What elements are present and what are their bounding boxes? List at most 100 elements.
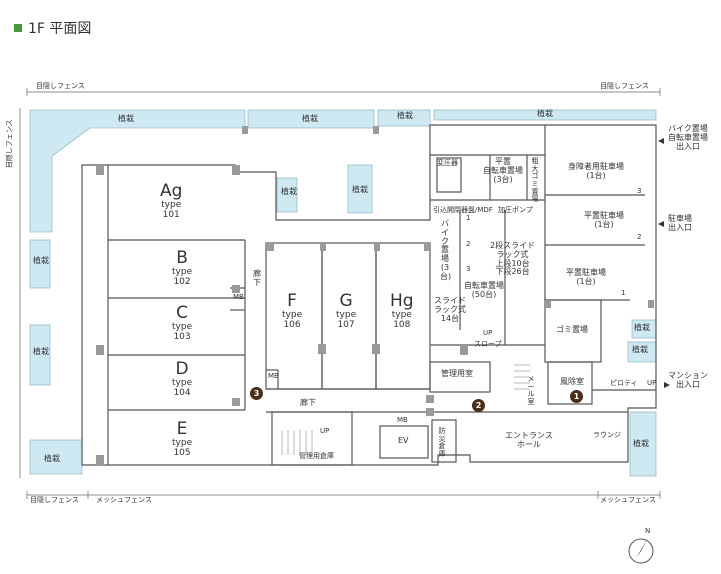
planting-bed (433, 109, 657, 121)
slope-label: スロープ (474, 340, 502, 348)
arrow-left-icon (658, 221, 664, 227)
fence-label: 目隠しフェンス (30, 496, 79, 504)
slot-number: 3 (466, 265, 471, 273)
planting-bed (276, 177, 298, 213)
planting-label: 植栽 (118, 114, 134, 123)
unit-name: B (176, 248, 188, 268)
flat-parking-a: 平置駐車場(1台) (584, 211, 624, 229)
unit-type: type (172, 437, 193, 448)
unit-e: E type 105 (172, 420, 192, 458)
bicycle-parking: 自転車置場(50台) (464, 281, 504, 299)
unit-d: D type 104 (172, 360, 192, 398)
storage-label: 管理用倉庫 (299, 452, 334, 460)
unit-number: 102 (173, 276, 191, 287)
planting-label: 植栽 (537, 109, 553, 118)
car-entrance-label: 駐車場出入口 (668, 214, 692, 232)
unit-type: type (172, 377, 193, 388)
fence-label: 目隠しフェンス (600, 82, 649, 90)
disaster-storage-label: 防災倉庫 (438, 427, 446, 459)
entrance-hall: エントランスホール (505, 431, 553, 449)
planting-bed (347, 164, 373, 214)
planting-bed (247, 109, 375, 129)
mb-label: MB (397, 416, 408, 424)
planting-label: 植栽 (397, 111, 413, 120)
unit-type: type (172, 321, 193, 332)
piloti-label: ピロティ (610, 379, 638, 387)
unit-type: type (161, 199, 182, 210)
marker-2: 2 (472, 399, 485, 412)
slot-number: 3 (637, 187, 642, 195)
ev-label: EV (398, 436, 409, 445)
bike-parking-flat: 平置自転車置場(3台) (483, 157, 523, 184)
unit-b: B type 102 (172, 249, 192, 287)
arrow-left-icon (658, 138, 664, 144)
mb-label: MB (268, 372, 279, 380)
up-label: UP (647, 379, 657, 387)
planting-label: 植栽 (302, 114, 318, 123)
mb-label: MB (233, 293, 244, 301)
bulky-waste-label: 粗大ゴミ置場 (531, 157, 539, 204)
unit-number: 105 (173, 447, 191, 458)
transformer-label: 変圧器 (437, 159, 458, 167)
fence-label: メッシュフェンス (600, 496, 656, 504)
mansion-entrance-label: マンション出入口 (668, 371, 708, 389)
planting-bed (629, 411, 657, 477)
unit-name: E (176, 419, 188, 439)
entrance-arrows (658, 138, 670, 388)
compass (628, 538, 654, 564)
manager-label: 管理用室 (441, 369, 473, 378)
arrow-right-icon (664, 382, 670, 388)
marker-1: 1 (570, 390, 583, 403)
unit-number: 108 (393, 319, 411, 330)
pump-label: 加圧ポンプ (498, 206, 533, 214)
planting-beds (29, 109, 657, 477)
planting-label: 植栽 (634, 323, 650, 332)
bike-entrance-label: バイク置場自転車置場出入口 (668, 124, 708, 151)
slot-number: 2 (466, 240, 471, 248)
unit-type: type (336, 309, 357, 320)
marker-3: 3 (250, 387, 263, 400)
fence-label: 目隠しフェンス (36, 82, 85, 90)
unit-name: Hg (390, 291, 414, 311)
unit-number: 101 (162, 209, 180, 220)
walls (81, 124, 657, 466)
unit-name: G (339, 291, 353, 311)
unit-number: 104 (173, 387, 191, 398)
lounge-label: ラウンジ (593, 431, 621, 439)
up-label: UP (483, 329, 493, 337)
title-bullet-icon (14, 24, 22, 32)
unit-g: G type 107 (336, 292, 356, 330)
corridor-label: 廊下 (253, 269, 261, 287)
planting-bed (29, 324, 51, 386)
unit-number: 107 (337, 319, 355, 330)
unit-type: type (282, 309, 303, 320)
unit-hg: Hg type 108 (390, 292, 414, 330)
unit-number: 106 (283, 319, 301, 330)
unit-name: C (176, 303, 188, 323)
stair-hatch (281, 364, 530, 455)
unit-name: D (175, 359, 189, 379)
planting-bed (377, 109, 431, 127)
garbage-label: ゴミ置場 (556, 325, 588, 334)
unit-c: C type 103 (172, 304, 192, 342)
unit-ag: Ag type 101 (160, 182, 182, 220)
planting-bed (29, 439, 83, 475)
planting-label: 植栽 (281, 187, 297, 196)
planting-bed (29, 109, 246, 233)
fence-label: 目隠しフェンス (5, 119, 14, 169)
rack-two-tier: 2段スライドラック式上段10台下段26台 (490, 241, 536, 277)
corridor-label: 廊下 (300, 398, 316, 407)
columns (96, 126, 654, 465)
unit-name: Ag (160, 181, 183, 201)
unit-name: F (287, 291, 297, 311)
bike-area: バイク置場(3台) (440, 219, 452, 281)
slot-number: 1 (621, 289, 626, 297)
compass-north-label: N (645, 527, 651, 535)
unit-type: type (391, 309, 412, 320)
mdf-label: 引込開閉器盤/MDF (433, 206, 493, 214)
windbreak-label: 風除室 (560, 377, 584, 386)
planting-label: 植栽 (633, 439, 649, 448)
